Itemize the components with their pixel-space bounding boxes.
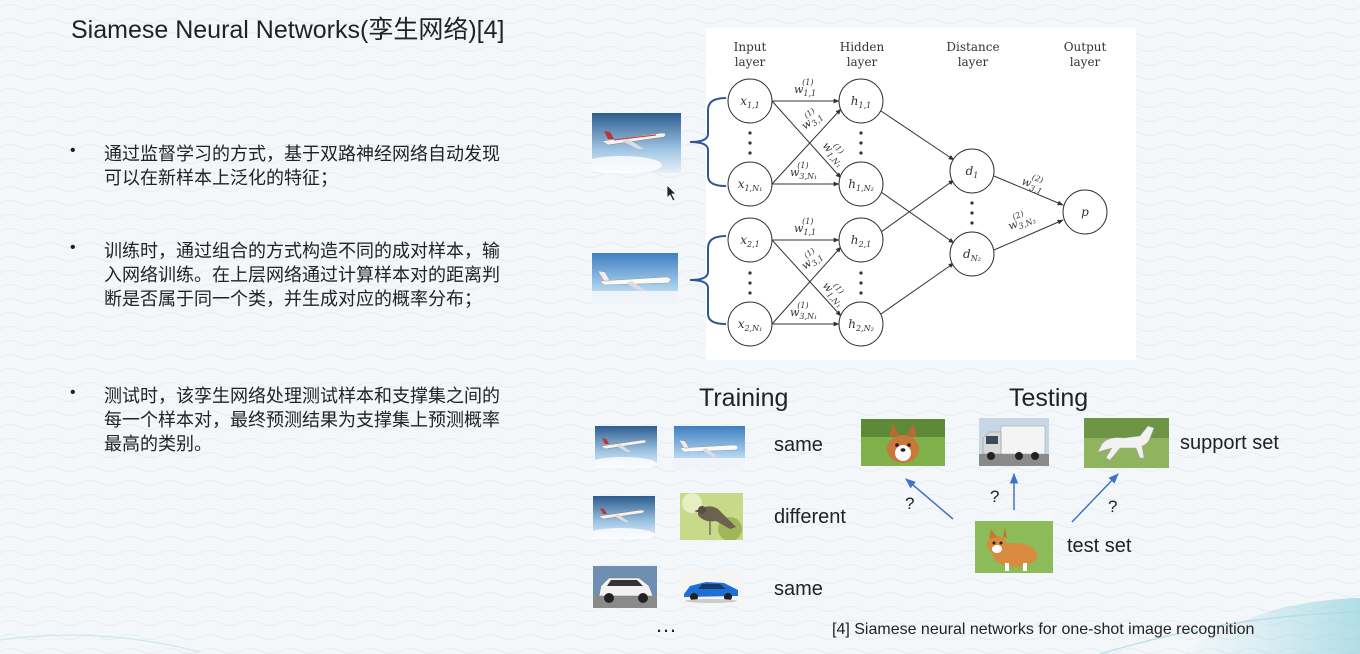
corgi-photo bbox=[975, 521, 1053, 573]
bullet-symbol: • bbox=[70, 142, 76, 159]
testing-arrows bbox=[905, 472, 1119, 523]
dog-photo bbox=[861, 419, 945, 466]
training-ellipsis: … bbox=[655, 612, 679, 637]
question-mark: ? bbox=[990, 487, 1000, 506]
svg-text:p: p bbox=[1081, 205, 1089, 219]
svg-text:w1,1(1): w1,1(1) bbox=[794, 217, 816, 237]
bullet-text: 通过监督学习的方式，基于双路神经网络自动发现可以在新样本上泛化的特征； bbox=[104, 144, 500, 188]
pair-label-different: different bbox=[774, 506, 846, 528]
training-heading: Training bbox=[699, 384, 789, 412]
network-edges bbox=[771, 98, 1064, 327]
bird-photo bbox=[680, 493, 743, 540]
layer-header-input-line2: layer bbox=[735, 55, 766, 69]
blue-sports-car-photo bbox=[680, 570, 742, 606]
bullet-text: 训练时，通过组合的方式构造不同的成对样本，输入网络训练。在上层网络通过计算样本对… bbox=[104, 241, 500, 309]
svg-text:w3,N₂(2): w3,N₂(2) bbox=[1004, 206, 1037, 235]
question-mark: ? bbox=[1108, 497, 1118, 516]
layer-header-hidden-line1: Hidden bbox=[840, 40, 885, 54]
airplane-photo bbox=[592, 253, 678, 304]
question-mark: ? bbox=[905, 494, 915, 513]
airplane-photo bbox=[593, 496, 655, 539]
layer-header-output-line1: Output bbox=[1064, 40, 1107, 54]
svg-text:w1,1(1): w1,1(1) bbox=[794, 78, 816, 98]
node-labels: x1,1 x1,N₁ x2,1 x2,N₁ h1,1 h1,N₂ h2,1 h2… bbox=[738, 94, 1089, 333]
svg-text:w3,N₁(1): w3,N₁(1) bbox=[790, 301, 817, 321]
weight-labels: w1,1(1) w3,N₁(1) w3,1(1) w1,N₁(1) w1,1(1… bbox=[790, 78, 1047, 321]
svg-text:w3,1(2): w3,1(2) bbox=[1019, 170, 1047, 196]
vertical-ellipsis-dots bbox=[748, 131, 974, 295]
svg-text:w3,1(1): w3,1(1) bbox=[796, 105, 826, 134]
bullet-symbol: • bbox=[70, 239, 76, 256]
horse-photo bbox=[1084, 418, 1169, 468]
airplane-photo bbox=[595, 426, 657, 468]
citation: [4] Siamese neural networks for one-shot… bbox=[832, 621, 1255, 638]
bullet-text: 测试时，该孪生网络处理测试样本和支撑集之间的每一个样本对，最终预测结果为支撑集上… bbox=[104, 386, 500, 454]
testing-heading: Testing bbox=[1009, 384, 1089, 412]
pair-label-same: same bbox=[774, 434, 823, 456]
test-set-label: test set bbox=[1067, 535, 1132, 557]
support-set-label: support set bbox=[1180, 432, 1279, 454]
white-suv-photo bbox=[593, 566, 657, 608]
layer-header-distance-line1: Distance bbox=[946, 40, 999, 54]
network-diagram-panel bbox=[706, 28, 1136, 360]
layer-header-output-line2: layer bbox=[1070, 55, 1101, 69]
layer-header-distance-line2: layer bbox=[958, 55, 989, 69]
airplane-photo bbox=[592, 113, 681, 173]
layer-header-input-line1: Input bbox=[734, 40, 767, 54]
truck-photo bbox=[979, 418, 1049, 466]
airplane-photo bbox=[674, 426, 745, 468]
layer-header-hidden-line2: layer bbox=[847, 55, 878, 69]
svg-text:w1,N₁(1): w1,N₁(1) bbox=[818, 276, 851, 310]
slide-title: Siamese Neural Networks(孪生网络)[4] bbox=[71, 16, 505, 44]
svg-text:w1,N₁(1): w1,N₁(1) bbox=[818, 136, 851, 170]
svg-text:w3,N₁(1): w3,N₁(1) bbox=[790, 161, 817, 181]
input-braces bbox=[689, 97, 727, 325]
network-nodes bbox=[727, 78, 1108, 347]
pair-label-same: same bbox=[774, 578, 823, 600]
mouse-cursor-icon bbox=[666, 184, 677, 202]
bullet-symbol: • bbox=[70, 384, 76, 401]
